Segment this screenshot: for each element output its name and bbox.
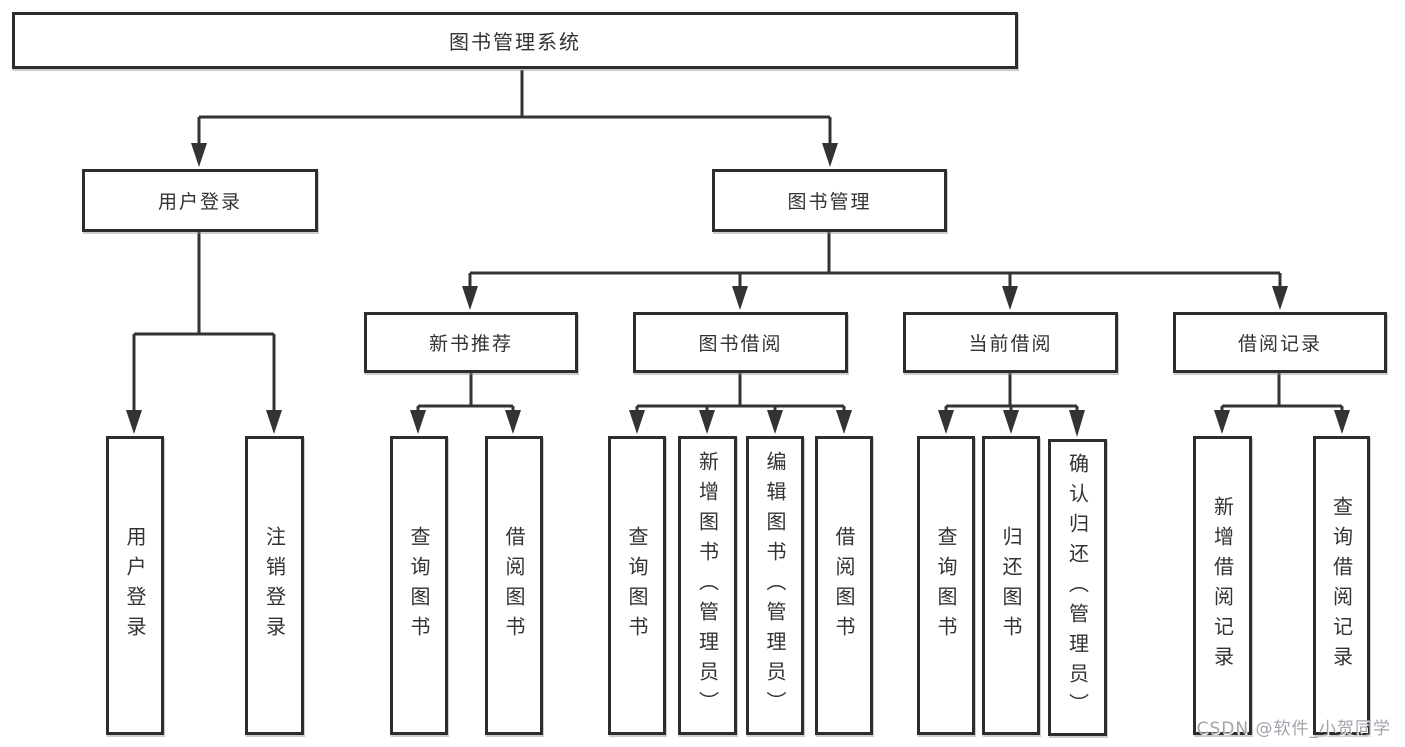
- leaf-query-books-current: 查询图书: [917, 436, 975, 735]
- node-current-borrowing-label: 当前借阅: [968, 333, 1053, 355]
- arrowheads: [126, 143, 1350, 437]
- node-borrowing-records: 借阅记录: [1173, 312, 1387, 373]
- leaf-add-borrow-record-label: 新增借阅记录: [1210, 495, 1235, 676]
- node-user-login: 用户登录: [82, 169, 318, 232]
- leaf-borrow-books-recommend-label: 借阅图书: [502, 525, 526, 646]
- leaf-add-book-admin: 新增图书（管理员）: [678, 436, 737, 735]
- leaf-borrow-books-borrowing: 借阅图书: [815, 436, 873, 735]
- node-book-management: 图书管理: [712, 169, 947, 232]
- leaf-add-book-admin-label: 新增图书（管理员）: [695, 450, 720, 721]
- node-new-book-recommend-label: 新书推荐: [428, 333, 513, 355]
- leaf-user-login-label: 用户登录: [123, 525, 147, 646]
- leaf-edit-book-admin-label: 编辑图书（管理员）: [763, 450, 787, 721]
- node-library-system: 图书管理系统: [12, 12, 1018, 69]
- node-user-login-label: 用户登录: [157, 191, 242, 213]
- leaf-confirm-return-admin-label: 确认归还（管理员）: [1065, 452, 1090, 723]
- leaf-query-books-borrowing: 查询图书: [608, 436, 666, 735]
- node-book-borrowing-label: 图书借阅: [698, 333, 783, 355]
- node-library-system-label: 图书管理系统: [449, 30, 581, 54]
- leaf-query-books-borrowing-label: 查询图书: [625, 525, 649, 646]
- leaf-query-books-recommend-label: 查询图书: [407, 525, 431, 646]
- leaf-borrow-books-borrowing-label: 借阅图书: [832, 525, 856, 646]
- leaf-confirm-return-admin: 确认归还（管理员）: [1048, 439, 1107, 736]
- leaf-edit-book-admin: 编辑图书（管理员）: [746, 436, 804, 735]
- leaf-add-borrow-record: 新增借阅记录: [1193, 436, 1252, 735]
- leaf-logout-label: 注销登录: [262, 525, 287, 646]
- leaf-logout: 注销登录: [245, 436, 304, 735]
- node-book-management-label: 图书管理: [787, 191, 872, 213]
- leaf-query-books-recommend: 查询图书: [390, 436, 448, 735]
- leaf-borrow-books-recommend: 借阅图书: [485, 436, 543, 735]
- node-borrowing-records-label: 借阅记录: [1237, 333, 1322, 355]
- leaf-user-login: 用户登录: [106, 436, 164, 735]
- node-new-book-recommend: 新书推荐: [364, 312, 578, 373]
- leaf-query-books-current-label: 查询图书: [934, 525, 958, 646]
- leaf-query-borrow-record: 查询借阅记录: [1313, 436, 1370, 735]
- node-current-borrowing: 当前借阅: [903, 312, 1118, 373]
- leaf-return-book: 归还图书: [982, 436, 1040, 735]
- node-book-borrowing: 图书借阅: [633, 312, 848, 373]
- leaf-return-book-label: 归还图书: [999, 525, 1023, 646]
- leaf-query-borrow-record-label: 查询借阅记录: [1329, 495, 1354, 676]
- csdn-watermark: CSDN @软件_小贺同学: [1196, 719, 1391, 739]
